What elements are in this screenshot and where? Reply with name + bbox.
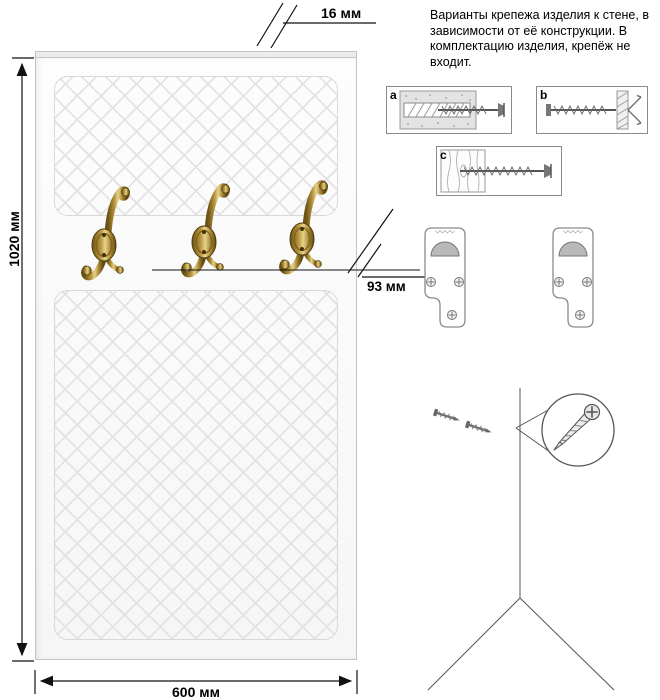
callout-lines [515,408,551,453]
fastener-diagram-a [386,86,512,134]
serrated-edge [434,229,456,234]
corner-mounting-illustration [427,388,615,691]
width-dimension-label: 600 мм [172,684,220,700]
coat-hook-icon [181,183,230,278]
screw-detail-icon [553,403,601,451]
thin-wall [616,90,629,130]
coat-hook-icon [279,180,328,275]
keyhole-slot [430,241,460,257]
thickness-tick-2 [270,4,298,49]
fastener-diagram-b-label: b [540,88,548,102]
bracket-screws [426,277,464,320]
coat-hook-icon [81,186,130,281]
height-dimension-label: 1020 мм [6,211,22,267]
keyhole-slot [558,241,588,257]
fastener-diagram-c [436,146,562,196]
anchor-icon [627,94,642,126]
screw-icon [460,164,552,178]
panel-top-edge [35,51,357,58]
screw-icon [546,104,616,116]
thickness-tick-1 [256,2,284,47]
coat-rack-panel [35,57,357,660]
fastener-diagram-c-label: c [440,148,447,162]
mounting-note: Варианты крепежа изделия к стене, в зави… [430,8,649,69]
wall-screw-icon [464,420,492,433]
thickness-dimension-label: 16 мм [321,5,362,21]
hook-offset-dimension-label: 93 мм [367,279,406,294]
keyhole-bracket-left [424,227,466,328]
upper-quilt-pattern [54,76,338,216]
offset-tick-2 [357,243,382,278]
keyhole-bracket-right [552,227,594,328]
fastener-diagram-a-label: a [390,88,397,102]
screw-icon [438,103,505,117]
fastener-diagram-b [536,86,648,134]
bracket-screws [554,277,592,320]
lower-quilt-pattern [54,290,338,640]
wall-corner-lines [427,388,615,691]
wall-screw-icon [432,408,460,421]
serrated-edge [562,229,584,234]
